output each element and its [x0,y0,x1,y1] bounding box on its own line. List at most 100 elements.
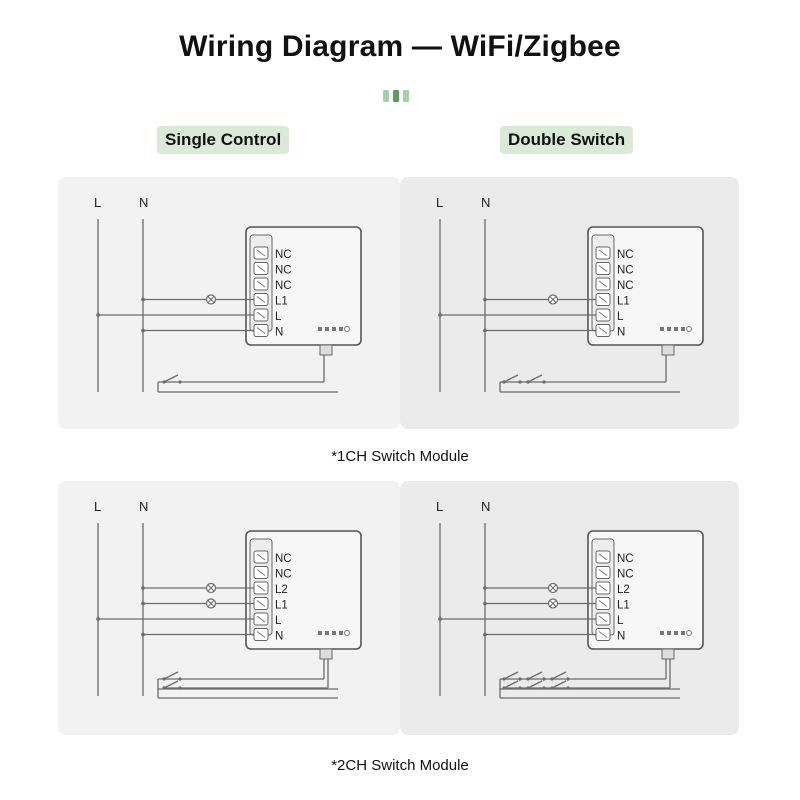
switch-wire-connector [319,648,333,660]
switch-wire-connector [661,648,675,660]
module-indicator [332,327,336,331]
module-indicator [339,327,343,331]
terminal-screw-slot [256,584,266,592]
terminal-screw-slot [598,615,608,623]
terminal-screw-slot [256,327,266,334]
switch-contact [566,677,570,681]
switch-contact [542,686,546,690]
terminal-label: L1 [617,296,630,308]
module-indicator [674,631,678,635]
terminal-screw-slot [598,553,608,561]
line-label-n: N [481,195,490,210]
module-indicator [339,631,343,635]
terminal-screw-slot [256,249,266,257]
terminal-label: NC [275,553,292,565]
lamp-icon-cross [207,296,215,303]
page-title: Wiring Diagram — WiFi/Zigbee [179,30,621,63]
junction-dot [141,632,145,637]
junction-dot [483,586,487,590]
terminal-screw-slot [256,280,266,288]
switch-blade-icon [527,374,543,383]
line-label-n: N [139,195,148,210]
junction-dot [438,617,442,621]
lamp-icon-cross [549,600,557,607]
terminal-label: NC [617,265,634,277]
terminal-label: NC [275,265,292,277]
terminal-label: L1 [275,600,288,612]
lamp-icon-cross [207,600,215,607]
module-button-icon [686,630,692,636]
line-label-l: L [436,499,443,514]
terminal-screw-slot [256,600,266,607]
terminal-label: NC [275,280,292,292]
module-indicator [667,631,671,635]
terminal-screw-slot [256,569,266,576]
junction-dot [141,601,145,606]
switch-blade-icon [503,671,519,680]
terminal-label: N [617,327,625,339]
terminal-label: L2 [617,584,630,596]
terminal-label: NC [617,553,634,565]
lamp-icon-cross [549,584,557,592]
module-indicator [325,327,329,331]
module-indicator [332,631,336,635]
terminal-label: NC [275,569,292,581]
module-indicator [681,631,685,635]
junction-dot [96,313,100,317]
module-indicator [667,327,671,331]
terminal-label: L [275,615,282,627]
switch-contact [518,686,522,690]
terminal-screw-slot [598,249,608,257]
terminal-screw-slot [598,280,608,288]
terminal-screw-slot [256,615,266,623]
switch-blade-icon [527,680,543,689]
junction-dot [141,328,145,333]
terminal-label: L1 [617,600,630,612]
terminal-screw-slot [256,311,266,319]
module-indicator [325,631,329,635]
switch-blade-icon [527,671,543,680]
terminal-screw-slot [256,631,266,638]
switch-module-box [245,226,362,346]
line-label-l: L [436,195,443,210]
terminal-screw-slot [598,311,608,319]
line-label-n: N [481,499,490,514]
switch-blade-icon [551,680,567,689]
terminal-screw-slot [598,265,608,272]
divider-dot [383,90,389,102]
terminal-screw-slot [598,600,608,607]
switch-blade-icon [163,671,179,680]
switch-module-box [587,226,704,346]
terminal-label: L [275,311,282,323]
switch-contact [542,677,546,681]
terminal-label: L1 [275,296,288,308]
caption-2ch-switch-module: *2CH Switch Module [331,757,469,774]
terminal-label: NC [617,249,634,261]
module-indicator [660,631,664,635]
terminal-screw-slot [256,553,266,561]
switch-blade-icon [163,680,179,689]
terminal-screw-slot [598,631,608,638]
module-button-icon [686,326,692,332]
terminal-label: N [617,631,625,643]
line-label-n: N [139,499,148,514]
terminal-screw-slot [598,296,608,303]
junction-dot [438,313,442,317]
terminal-screw-slot [598,327,608,334]
terminal-label: N [275,631,283,643]
column-tag-single-control: Single Control [157,126,290,154]
module-indicator [681,327,685,331]
junction-dot [483,297,487,302]
terminal-label: L2 [275,584,288,596]
terminal-label: NC [275,249,292,261]
module-indicator [660,327,664,331]
junction-dot [483,632,487,637]
switch-blade-icon [503,680,519,689]
switch-contact [566,686,570,690]
switch-blade-icon [163,374,179,383]
terminal-label: NC [617,280,634,292]
